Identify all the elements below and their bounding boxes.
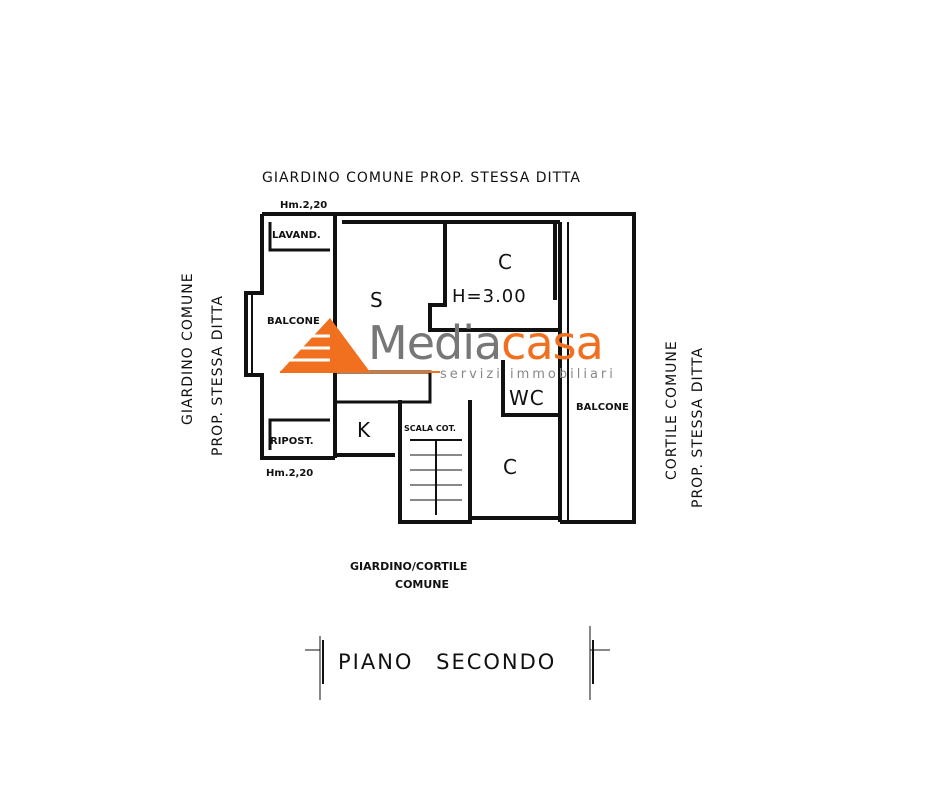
logo-triangle-icon: [280, 318, 440, 373]
bottom-label-1: GIARDINO/CORTILE: [350, 560, 468, 573]
room-wc: WC: [509, 386, 545, 410]
logo-part2: casa: [501, 316, 604, 370]
logo-tagline: servizi immobiliari: [440, 367, 616, 382]
ceiling-height: H=3.00: [452, 286, 527, 307]
bottom-label-2: COMUNE: [395, 578, 450, 591]
room-k: K: [357, 418, 372, 442]
top-label: GIARDINO COMUNE PROP. STESSA DITTA: [262, 170, 581, 186]
right-label-2: PROP. STESSA DITTA: [690, 347, 706, 508]
room-scala: SCALA COT.: [404, 424, 456, 433]
room-c-bottom: C: [503, 455, 518, 479]
room-balcone-left: BALCONE: [267, 316, 320, 327]
title-box: PIANO SECONDO: [322, 640, 594, 684]
room-balcone-right: BALCONE: [576, 402, 629, 413]
room-s: S: [370, 288, 384, 312]
height-top: Hm.2,20: [280, 200, 328, 211]
left-label-2: PROP. STESSA DITTA: [210, 295, 226, 456]
room-c-top: C: [498, 250, 513, 274]
plan-title: PIANO SECONDO: [338, 650, 557, 674]
room-lavand: LAVAND.: [272, 230, 321, 241]
right-label-1: CORTILE COMUNE: [664, 340, 680, 480]
left-label-1: GIARDINO COMUNE: [180, 272, 196, 425]
room-ripost: RIPOST.: [270, 436, 314, 447]
logo: Mediacasa: [368, 316, 604, 370]
height-bottom: Hm.2,20: [266, 468, 314, 479]
logo-part1: Media: [368, 316, 502, 370]
